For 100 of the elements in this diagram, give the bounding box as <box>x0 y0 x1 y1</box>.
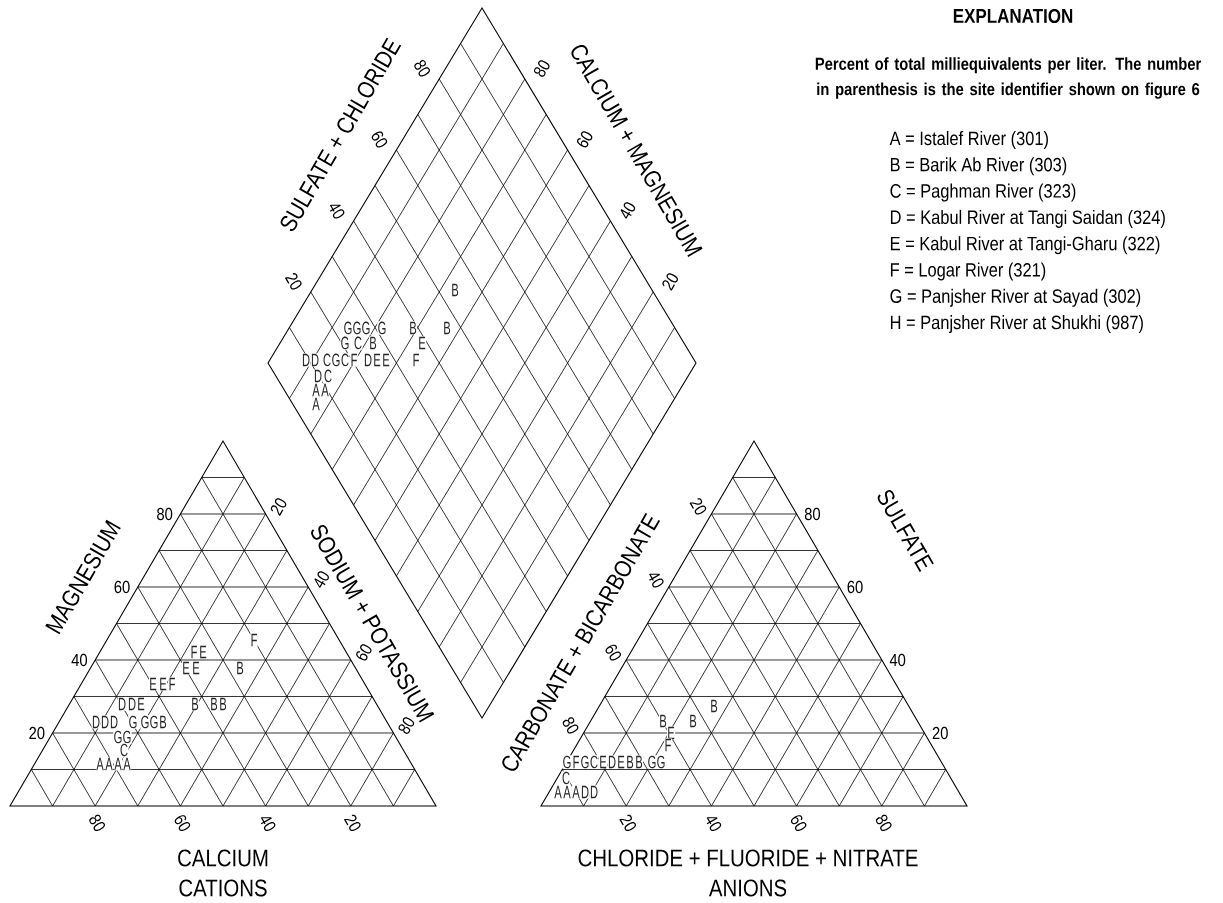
data-point-label: E <box>616 755 626 769</box>
tick-label: 20 <box>284 273 302 290</box>
legend-entry: H = Panjsher River at Shukhi (987) <box>890 315 1143 334</box>
data-point-label: G <box>340 336 350 350</box>
data-point-label: F <box>350 353 358 367</box>
data-point-label: B <box>709 699 719 713</box>
axis-title: CHLORIDE + FLUORIDE + NITRATE <box>578 849 918 867</box>
data-point-label: E <box>598 755 608 769</box>
data-point-label: D <box>109 715 119 729</box>
tick-label: 40 <box>260 817 276 832</box>
data-point-label: G <box>122 730 132 744</box>
data-point-label: F <box>250 633 258 647</box>
data-point-label: G <box>140 715 150 729</box>
data-point-label: F <box>664 738 672 752</box>
legend-note: Percent of total milliequivalents per liter. The number in parenthesis is the site identifier shown on figure 6 <box>815 57 1201 99</box>
data-point-label: E <box>198 645 208 659</box>
axis-title: CALCIUM <box>178 849 268 867</box>
data-point-label: D <box>127 697 137 711</box>
data-point-label: A <box>553 785 563 799</box>
data-point-label: C <box>561 771 571 785</box>
data-point-label: C <box>119 743 129 757</box>
data-point-label: C <box>323 369 333 383</box>
data-point-label: A <box>122 757 132 771</box>
data-point-label: G <box>361 321 371 335</box>
tick-label: 20 <box>662 273 678 291</box>
data-point-label: D <box>117 697 127 711</box>
data-point-label: G <box>128 715 138 729</box>
tick-label: 20 <box>270 498 287 516</box>
data-point-label: B <box>658 714 668 728</box>
data-point-label: A <box>311 397 321 411</box>
data-point-label: E <box>417 336 427 350</box>
data-point-label: E <box>181 661 191 675</box>
data-point-label: B <box>442 321 452 335</box>
data-point-label: B <box>218 697 228 711</box>
data-point-label: E <box>381 353 391 367</box>
tick-label: 80 <box>804 507 821 521</box>
tick-label: 80 <box>414 60 430 77</box>
data-point-label: G <box>352 321 362 335</box>
data-point-label: A <box>562 785 572 799</box>
tick-label: 80 <box>533 60 550 77</box>
tick-label: 20 <box>343 814 361 832</box>
data-point-label: D <box>100 715 110 729</box>
data-point-label: G <box>377 321 387 335</box>
legend-entry: D = Kabul River at Tangi Saidan (324) <box>890 209 1165 228</box>
data-point-label: B <box>688 714 698 728</box>
data-point-label: F <box>412 353 420 367</box>
data-point-label: D <box>580 785 590 799</box>
data-point-label: A <box>320 383 330 397</box>
data-point-label: E <box>148 677 158 691</box>
data-point-label: G <box>656 755 666 769</box>
tick-label: 60 <box>174 815 191 832</box>
data-point-label: A <box>95 757 105 771</box>
data-point-label: G <box>331 353 341 367</box>
data-point-label: G <box>647 755 657 769</box>
tick-label: 20 <box>619 814 636 832</box>
tick-label: 60 <box>577 131 593 148</box>
data-point-label: A <box>113 757 123 771</box>
data-point-label: G <box>343 321 353 335</box>
data-point-label: B <box>625 755 635 769</box>
data-point-label: G <box>149 715 159 729</box>
data-point-label: A <box>571 785 581 799</box>
tick-label: 20 <box>932 726 948 740</box>
data-point-label: D <box>607 755 617 769</box>
tick-label: 40 <box>71 653 88 667</box>
tick-label: 40 <box>706 817 722 832</box>
data-point-label: B <box>209 697 219 711</box>
data-point-label: C <box>322 353 332 367</box>
data-point-label: A <box>311 383 321 397</box>
data-point-label: G <box>580 755 590 769</box>
data-point-label: E <box>158 677 168 691</box>
tick-label: 60 <box>790 815 807 832</box>
tick-label: 20 <box>29 726 45 740</box>
legend-entry: E = Kabul River at Tangi-Gharu (322) <box>890 236 1160 255</box>
data-point-label: E <box>372 353 382 367</box>
tick-label: 40 <box>889 653 906 667</box>
data-point-label: C <box>340 353 350 367</box>
data-point-label: C <box>353 336 363 350</box>
axis-title: ANIONS <box>708 879 787 897</box>
data-point-label: D <box>589 785 599 799</box>
legend-entry: F = Logar River (321) <box>890 262 1046 281</box>
tick-label: 60 <box>847 580 863 594</box>
data-point-label: D <box>301 353 311 367</box>
legend-entry: C = Paghman River (323) <box>890 183 1076 202</box>
tick-label: 60 <box>605 644 621 661</box>
data-point-label: D <box>363 353 373 367</box>
data-point-label: E <box>191 661 201 675</box>
axis-title: CATIONS <box>179 879 267 897</box>
tick-label: 80 <box>875 814 892 832</box>
tick-label: 20 <box>689 498 707 515</box>
data-point-label: B <box>190 697 200 711</box>
data-point-label: B <box>235 661 245 675</box>
data-point-label: A <box>104 757 114 771</box>
legend-title: EXPLANATION <box>953 8 1073 24</box>
legend-entry: A = Istalef River (301) <box>889 131 1048 149</box>
legend-entry: G = Panjsher River at Sayad (302) <box>890 288 1141 307</box>
legend-entry: B = Barik Ab River (303) <box>890 157 1067 176</box>
tick-label: 80 <box>89 814 105 832</box>
data-point-label: F <box>168 677 176 691</box>
tick-label: 60 <box>371 131 388 148</box>
data-point-label: G <box>113 730 123 744</box>
